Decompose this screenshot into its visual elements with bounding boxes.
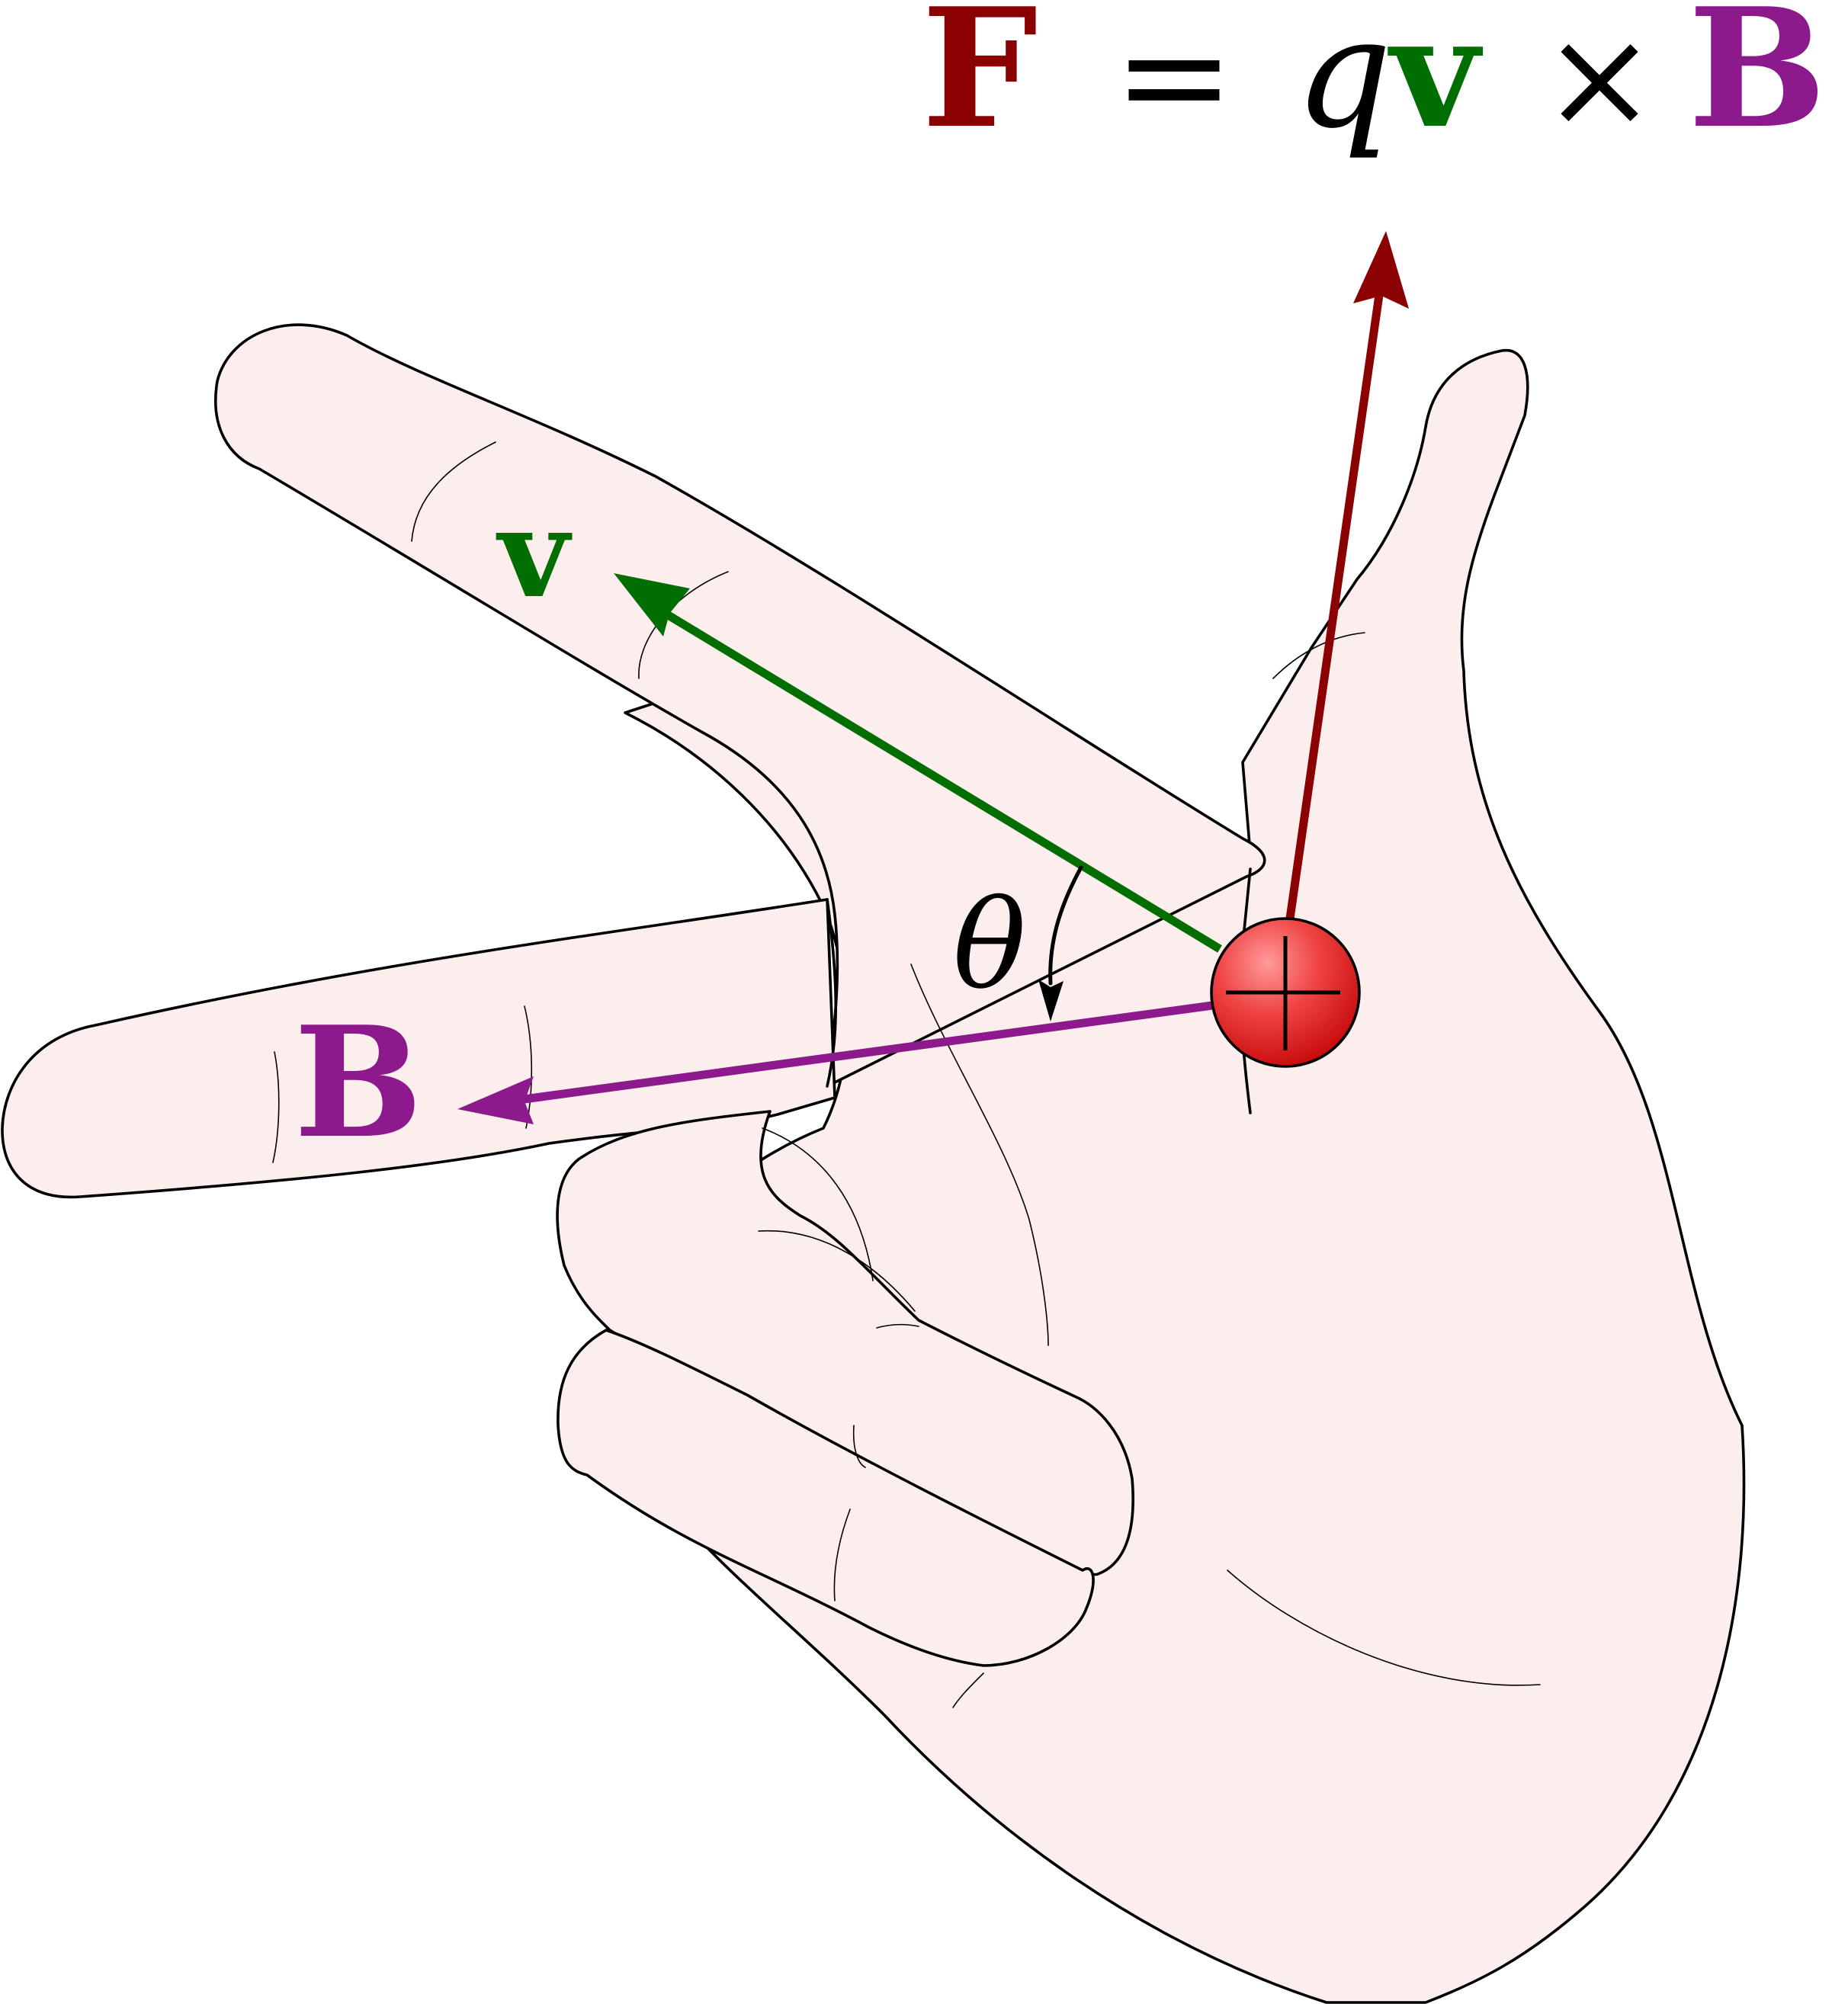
equation-velocity: v [1388, 0, 1484, 162]
index-gap-line [826, 898, 838, 1088]
force-arrow-shaft [1285, 289, 1384, 919]
right-hand-icon [1, 323, 1746, 2004]
field-vector [457, 999, 1224, 1124]
velocity-arrow-head [614, 573, 690, 636]
equation-charge: q [1295, 0, 1392, 162]
angle-label: θ [953, 874, 1026, 1016]
equation-equals: = [1113, 0, 1234, 160]
equation-force: F [922, 0, 1038, 165]
thumb-crease [1272, 632, 1365, 679]
finger-crease [952, 1672, 984, 1708]
field-arrow-head [457, 1076, 534, 1124]
positive-charge-icon [1210, 917, 1361, 1068]
angle-arc [1038, 865, 1083, 1021]
angle-arc-head [1038, 980, 1064, 1021]
angle-arc-curve [1048, 865, 1083, 986]
force-arrow-head [1353, 231, 1409, 309]
palm-crease [762, 1127, 874, 1281]
knuckle-crease [272, 1051, 280, 1163]
finger-crease [833, 1509, 851, 1602]
velocity-arrow-shaft [657, 606, 1222, 953]
field-arrow-shaft [518, 999, 1224, 1105]
lorentz-force-equation: F = q v × B [922, 0, 1827, 165]
palm-crease [758, 1230, 916, 1312]
palm-crease [876, 1323, 919, 1329]
velocity-label: v [496, 482, 573, 625]
equation-field: B [1688, 0, 1827, 165]
field-label: B [294, 993, 422, 1172]
little-finger [557, 1329, 1095, 1667]
knuckle-crease [411, 441, 496, 542]
palm-crease [1227, 1570, 1541, 1686]
palm-crease [910, 964, 1049, 1346]
index-finger [213, 323, 1266, 1088]
finger-crease [852, 1425, 866, 1468]
middle-finger [1, 898, 836, 1199]
equation-times: × [1542, 0, 1657, 159]
force-vector [1285, 231, 1409, 919]
velocity-vector [614, 573, 1222, 953]
